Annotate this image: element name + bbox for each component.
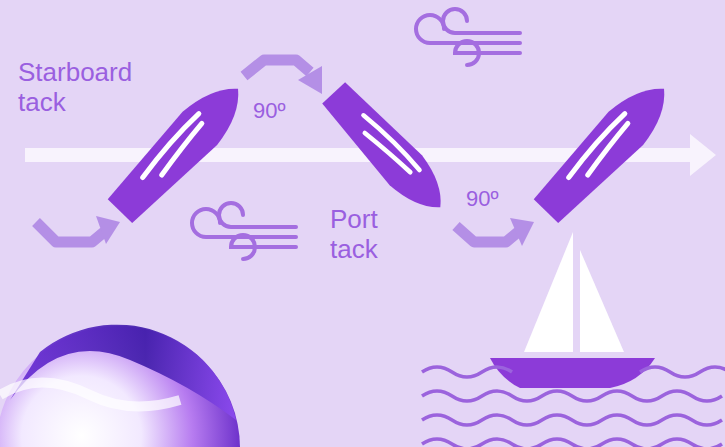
waves bbox=[422, 367, 725, 447]
turn-arrowhead bbox=[96, 216, 120, 244]
wind-icon bbox=[416, 9, 520, 65]
tack-label: Starboard tack bbox=[18, 58, 148, 118]
boat-starboard-2 bbox=[529, 72, 682, 228]
boat-port bbox=[318, 78, 457, 223]
turn-arrow bbox=[244, 60, 310, 76]
wind-icon bbox=[192, 203, 296, 259]
tack-label: Port tack bbox=[330, 205, 402, 265]
turn-arrow bbox=[456, 226, 518, 242]
turn-arrow bbox=[36, 222, 104, 242]
sailboat-icon bbox=[490, 232, 655, 388]
logo-orb bbox=[0, 325, 240, 447]
angle-label: 90º bbox=[253, 98, 313, 123]
angle-label: 90º bbox=[466, 186, 526, 211]
turn-arrowhead bbox=[510, 218, 534, 246]
turn-arrowhead bbox=[298, 66, 322, 94]
